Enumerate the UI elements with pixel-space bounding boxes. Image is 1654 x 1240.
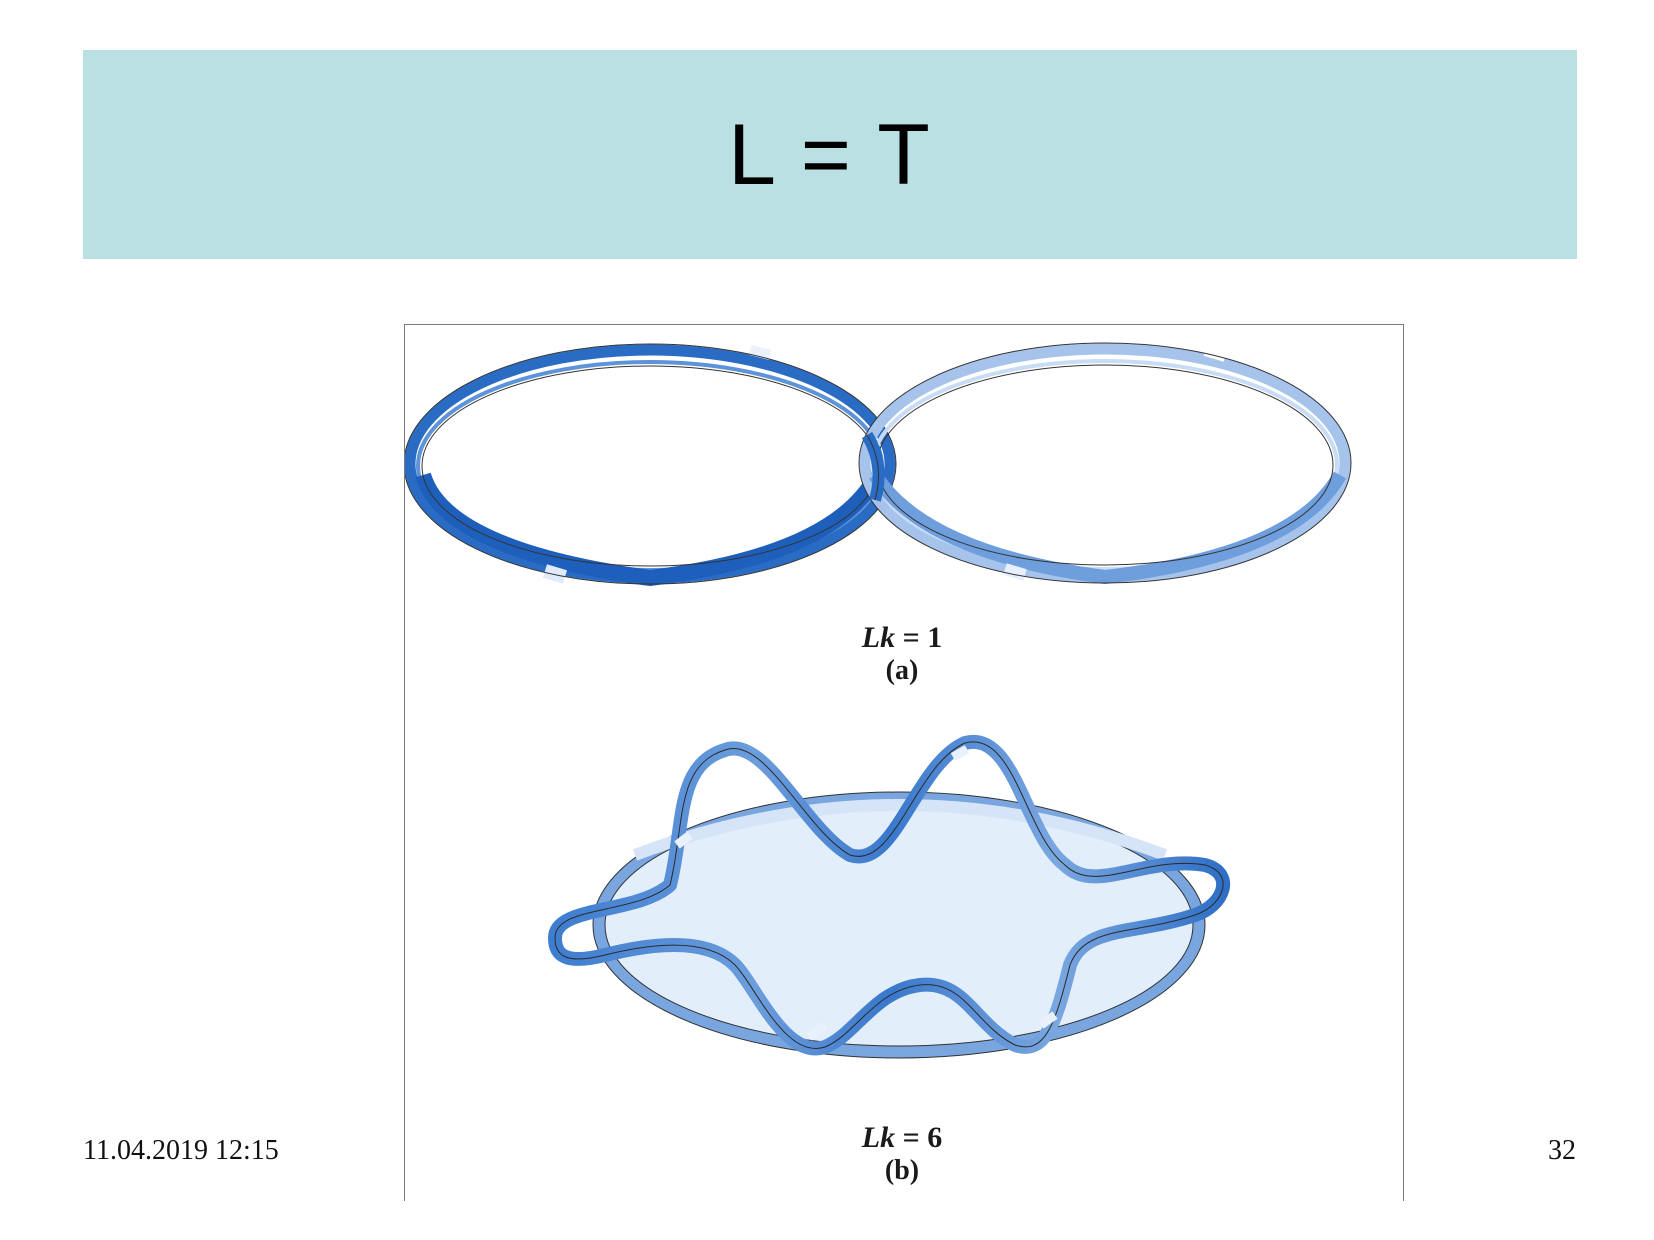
linking-number-a: Lk = 1: [861, 621, 943, 654]
title-band: L = T: [83, 50, 1577, 259]
right-ring: [859, 343, 1351, 583]
linked-rings-diagram: [405, 342, 1352, 587]
supercoil-diagram: [548, 734, 1231, 1059]
slide-title: L = T: [728, 106, 932, 203]
dna-linking-figure: Lk = 1 (a) Lk = 6 (b): [404, 324, 1404, 1201]
linking-number-b: Lk = 6: [861, 1121, 943, 1154]
slide-number: 32: [1548, 1135, 1576, 1166]
panel-a-label: (a): [885, 655, 919, 686]
panel-b-label: (b): [884, 1155, 920, 1186]
left-ring: [405, 344, 896, 584]
footer-date: 11.04.2019 12:15: [83, 1135, 279, 1166]
panel-a-caption: Lk = 1 (a): [752, 621, 1052, 687]
panel-b-caption: Lk = 6 (b): [752, 1121, 1052, 1187]
